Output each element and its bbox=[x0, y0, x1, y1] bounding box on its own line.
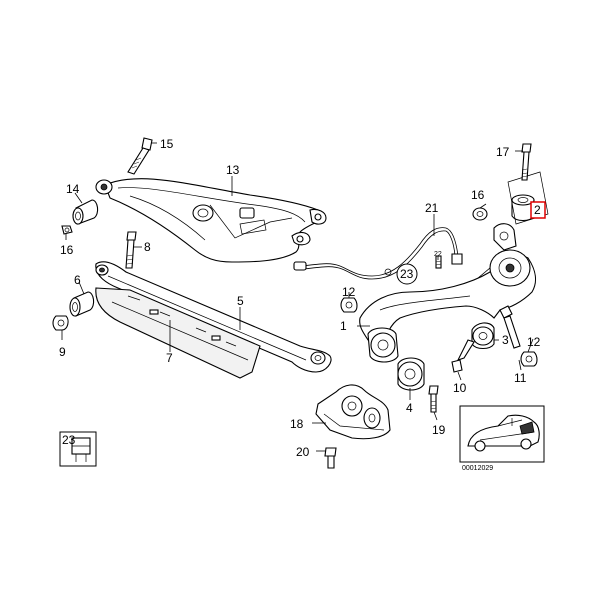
bolt-10 bbox=[451, 339, 475, 373]
nut-12-left bbox=[340, 297, 358, 313]
callout-17: 17 bbox=[496, 145, 510, 159]
lower-link-5 bbox=[95, 261, 332, 373]
callout-22: 22 bbox=[434, 251, 442, 258]
nut-9 bbox=[52, 315, 69, 331]
bushing-2 bbox=[511, 194, 535, 222]
wheel-carrier bbox=[359, 223, 537, 349]
bushing-14 bbox=[72, 199, 99, 225]
leader-lines bbox=[61, 142, 538, 452]
bushing-4 bbox=[397, 357, 425, 391]
trailing-link-7 bbox=[95, 287, 261, 379]
callout-13: 13 bbox=[226, 163, 240, 177]
mount-bracket-18 bbox=[315, 384, 391, 440]
callout-20: 20 bbox=[296, 445, 310, 459]
callout-6: 6 bbox=[74, 273, 81, 287]
callout-1: 1 bbox=[340, 319, 347, 333]
bushing-1 bbox=[367, 327, 399, 363]
bushing-6 bbox=[69, 291, 95, 317]
bolt-19 bbox=[428, 385, 439, 413]
callout-10: 10 bbox=[453, 381, 467, 395]
bracket-2-mount bbox=[507, 171, 549, 225]
bushing-3 bbox=[471, 322, 495, 350]
callout-21: 21 bbox=[425, 201, 439, 215]
bolt-17 bbox=[521, 143, 532, 181]
upper-control-arm-13 bbox=[95, 178, 327, 263]
callout-9: 9 bbox=[59, 345, 66, 359]
reference-code: 00012029 bbox=[462, 465, 493, 472]
callout-19: 19 bbox=[432, 423, 446, 437]
callout-2: 2 bbox=[534, 203, 541, 217]
vehicle-inset bbox=[459, 405, 545, 463]
nut-16-right bbox=[472, 207, 488, 221]
callout-16-right: 16 bbox=[471, 188, 485, 202]
callout-labels: 15 13 14 16 8 5 6 7 9 21 22 23 16 17 12 … bbox=[59, 137, 546, 472]
bolt-22 bbox=[435, 255, 442, 269]
part-23-circle-callout bbox=[396, 263, 418, 285]
callout-14: 14 bbox=[66, 182, 80, 196]
part-23-box bbox=[59, 431, 97, 467]
bolt-8 bbox=[125, 231, 137, 269]
callout-23-circle: 23 bbox=[400, 267, 414, 281]
callout-18: 18 bbox=[290, 417, 304, 431]
nut-12-right bbox=[520, 351, 538, 367]
bolt-11 bbox=[499, 305, 521, 349]
callout-11: 11 bbox=[514, 371, 527, 385]
nut-16-left bbox=[61, 225, 73, 235]
callout-12-right: 12 bbox=[527, 335, 541, 349]
bolt-20 bbox=[324, 447, 337, 469]
callout-7: 7 bbox=[166, 351, 173, 365]
bolt-15 bbox=[127, 137, 153, 175]
callout-3: 3 bbox=[502, 333, 509, 347]
callout-2-highlight-box bbox=[530, 201, 546, 219]
callout-4: 4 bbox=[406, 401, 413, 415]
callout-8: 8 bbox=[144, 240, 151, 254]
callout-23-box: 23 bbox=[62, 433, 76, 447]
callout-12-left: 12 bbox=[342, 285, 356, 299]
callout-15: 15 bbox=[160, 137, 174, 151]
callout-16-left: 16 bbox=[60, 243, 74, 257]
callout-5: 5 bbox=[237, 294, 244, 308]
